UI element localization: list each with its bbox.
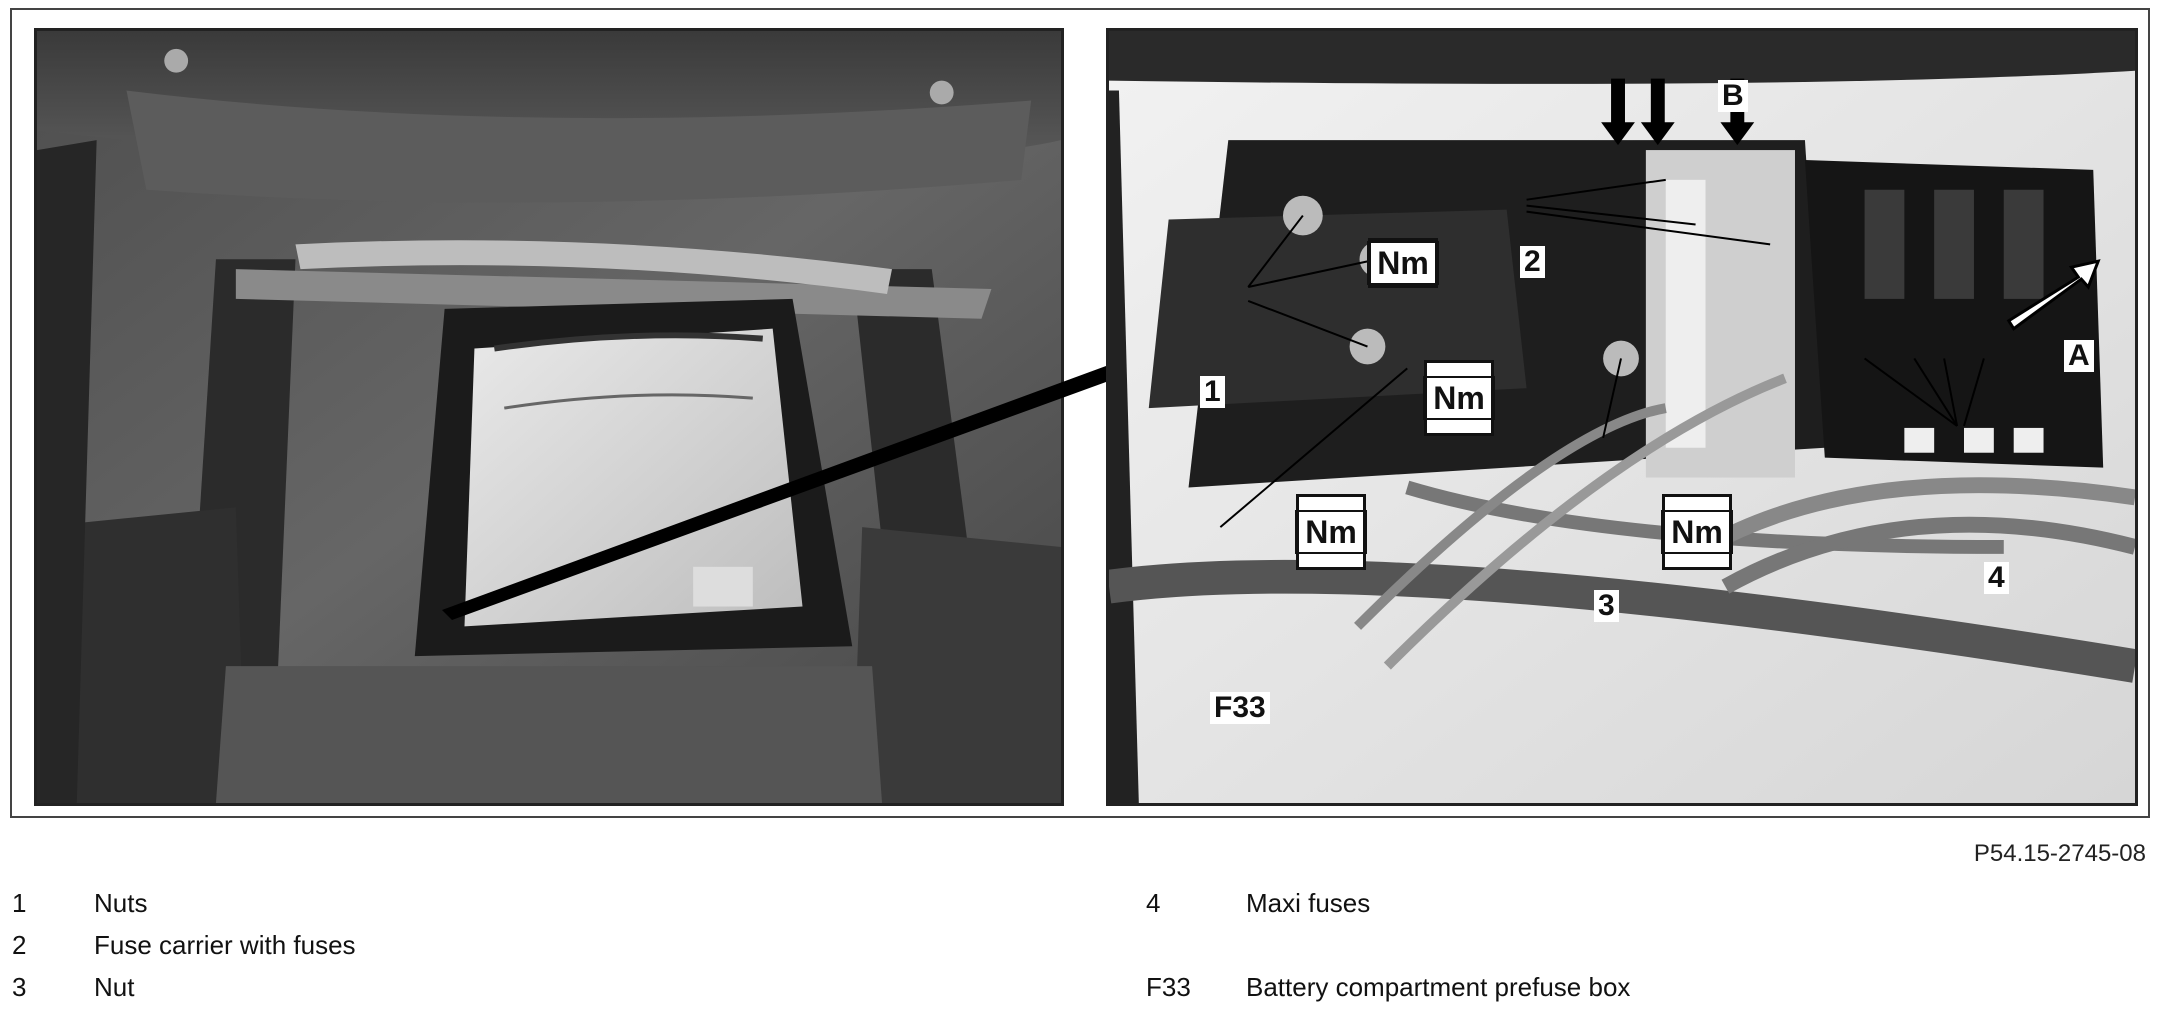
legend-item-number: 4	[1146, 888, 1161, 918]
photo-seat-battery-compartment	[34, 28, 1064, 806]
torque-label-2: Nm	[1423, 360, 1495, 436]
torque-label-3: Nm	[1295, 494, 1367, 570]
photo-prefuse-box-closeup	[1106, 28, 2138, 806]
legend-item-number: 1	[12, 888, 27, 918]
legend-item-text: Nuts	[94, 888, 148, 918]
legend-item-number: 3	[12, 972, 27, 1002]
torque-label-1: Nm	[1367, 238, 1439, 288]
callout-maxi-fuses: 4	[1984, 562, 2009, 594]
seat-photo-illustration	[37, 31, 1061, 803]
legend-item-text: Nut	[94, 972, 135, 1002]
legend-item-text: Battery compartment prefuse box	[1246, 972, 1631, 1002]
callout-view-a: A	[2064, 340, 2094, 372]
figure-code: P54.15-2745-08	[1973, 840, 2146, 867]
callout-view-b: B	[1718, 80, 1748, 112]
figure-frame: Nm Nm Nm Nm 1 2 3 4 F33 A B	[10, 8, 2150, 818]
legend-item-number: F33	[1146, 972, 1191, 1002]
callout-f33: F33	[1210, 692, 1270, 724]
callout-nut: 3	[1594, 590, 1619, 622]
prefuse-box-illustration	[1109, 31, 2135, 803]
legend-item-text: Fuse carrier with fuses	[94, 930, 356, 960]
legend-item-text: Maxi fuses	[1246, 888, 1371, 918]
torque-label-4: Nm	[1661, 494, 1733, 570]
legend-item-number: 2	[12, 930, 27, 960]
callout-fuse-carrier: 2	[1520, 246, 1545, 278]
callout-nuts: 1	[1200, 376, 1225, 408]
